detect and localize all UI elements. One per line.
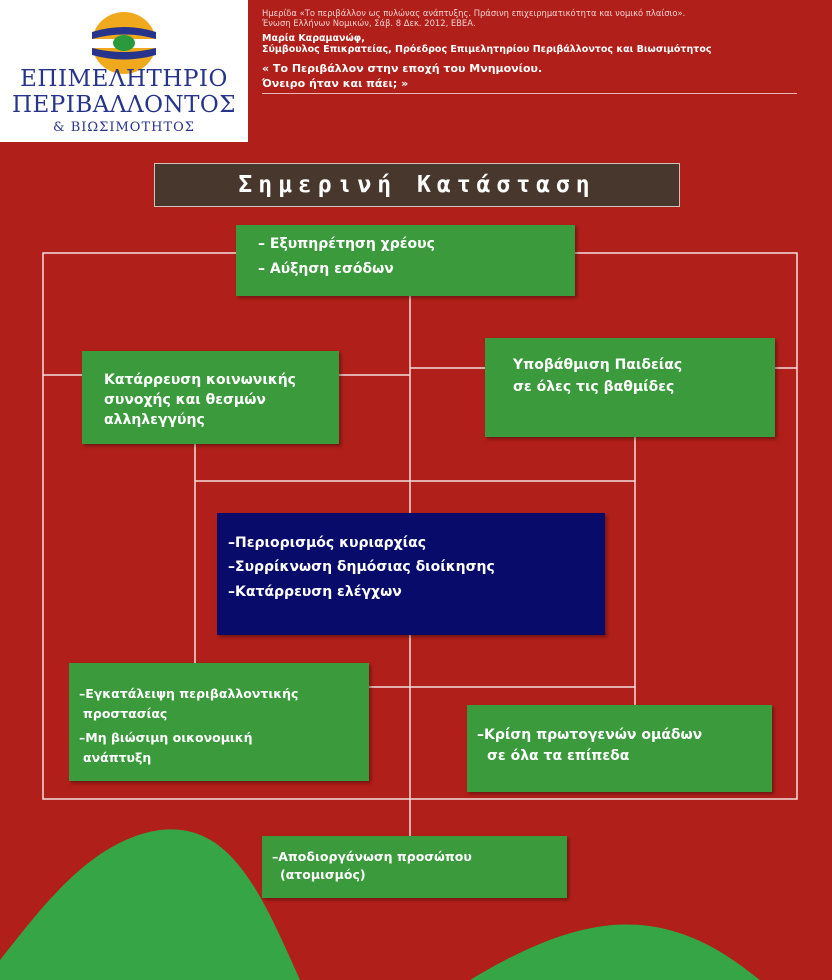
logo-text-line2: ΠΕΡΙΒΑΛΛΟΝΤΟΣ (11, 92, 237, 118)
groups-text-line1: –Κρίση πρωτογενών ομάδων (477, 727, 703, 743)
author-role: Σύμβουλος Επικρατείας, Πρόεδρος Επιμελητ… (262, 44, 712, 55)
individualism-text-line2: (ατομισμός) (280, 867, 366, 882)
logo-text-line3: & ΒΙΩΣΙΜΟΤΗΤΟΣ (53, 120, 195, 135)
debt-service-text: – Εξυπηρέτηση χρέους (258, 236, 435, 252)
cohesion-text-line1: Κατάρρευση κοινωνικής (104, 372, 296, 388)
sovereignty-text-line3: –Κατάρρευση ελέγχων (228, 584, 402, 600)
revenue-increase-text: – Αύξηση εσόδων (258, 261, 394, 277)
diagram-title: Σημερινή Κατάσταση (154, 163, 680, 207)
talk-title-line1: « Το Περιβάλλον στην εποχή του Μνημονίου… (262, 62, 543, 75)
header-divider (262, 93, 797, 94)
event-line2: Ένωση Ελλήνων Νομικών, Σάβ. 8 Δεκ. 2012,… (262, 18, 476, 28)
logo: ΕΠΙΜΕΛΗΤΗΡΙΟ ΠΕΡΙΒΑΛΛΟΝΤΟΣ & ΒΙΩΣΙΜΟΤΗΤΟ… (0, 0, 248, 142)
left-hill (0, 829, 300, 980)
cohesion-text-line2: συνοχής και θεσμών (104, 392, 266, 408)
sovereignty-text-line2: –Συρρίκνωση δημόσιας διοίκησης (228, 559, 495, 575)
talk-title-line2: Όνειρο ήταν και πάει; » (262, 77, 409, 90)
right-hill (470, 924, 760, 980)
sovereignty-box: –Περιορισμός κυριαρχίας –Συρρίκνωση δημό… (217, 513, 605, 635)
environment-text-line3: –Μη βιώσιμη οικονομική (79, 730, 253, 745)
individualism-text-line1: –Αποδιοργάνωση προσώπου (272, 849, 472, 864)
author-name: Μαρία Καραμανώφ, (262, 33, 365, 44)
environment-text-line2: προστασίας (83, 706, 168, 721)
environment-text-line1: –Εγκατάλειψη περιβαλλοντικής (79, 686, 299, 701)
event-info: Ημερίδα «Το περιβάλλον ως πυλώνας ανάπτυ… (262, 8, 685, 28)
environment-text-line4: ανάπτυξη (83, 750, 152, 765)
event-line1: Ημερίδα «Το περιβάλλον ως πυλώνας ανάπτυ… (262, 8, 686, 18)
social-cohesion-box: Κατάρρευση κοινωνικής συνοχής και θεσμών… (82, 351, 339, 444)
chamber-emblem-icon (90, 12, 158, 74)
individualism-box: –Αποδιοργάνωση προσώπου (ατομισμός) (262, 836, 567, 898)
education-text-line1: Υποβάθμιση Παιδείας (513, 357, 683, 373)
education-text-line2: σε όλες τις βαθμίδες (513, 379, 675, 395)
debt-revenue-box: – Εξυπηρέτηση χρέους – Αύξηση εσόδων (236, 225, 575, 296)
logo-text-line1: ΕΠΙΜΕΛΗΤΗΡΙΟ (20, 66, 228, 92)
education-box: Υποβάθμιση Παιδείας σε όλες τις βαθμίδες (485, 338, 775, 437)
cohesion-text-line3: αλληλεγγύης (104, 412, 205, 428)
primary-groups-box: –Κρίση πρωτογενών ομάδων σε όλα τα επίπε… (467, 705, 772, 792)
groups-text-line2: σε όλα τα επίπεδα (487, 748, 630, 764)
sovereignty-text-line1: –Περιορισμός κυριαρχίας (228, 535, 426, 551)
inner-frame-line (194, 480, 636, 688)
environment-box: –Εγκατάλειψη περιβαλλοντικής προστασίας … (69, 663, 369, 781)
green-hills-decoration (0, 829, 760, 980)
